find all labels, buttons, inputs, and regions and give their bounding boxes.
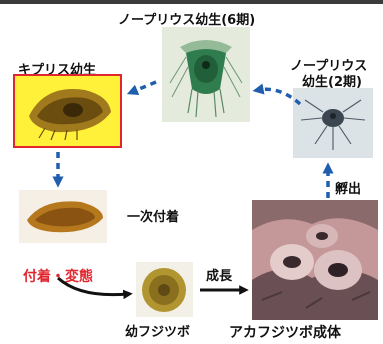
arrow-n6-to-cypris bbox=[132, 82, 156, 92]
arrow-n2-to-n6 bbox=[258, 89, 300, 104]
arrow-attach-to-juvenile bbox=[58, 278, 128, 295]
